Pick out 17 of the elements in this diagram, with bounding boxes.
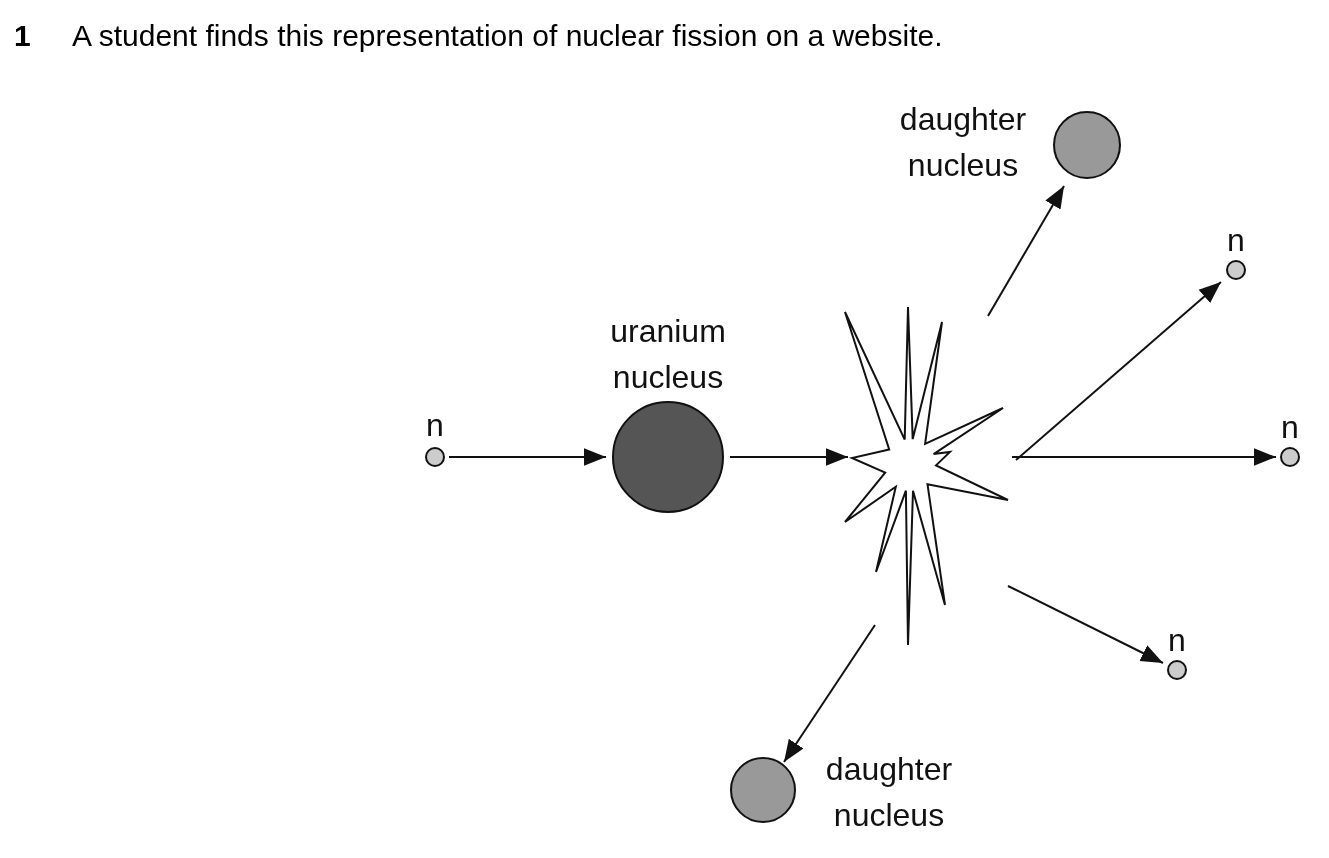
- node-label: daughter nucleus: [824, 750, 954, 835]
- node-label: n: [1167, 621, 1187, 660]
- arrow: [729, 448, 849, 466]
- node-label: daughter nucleus: [898, 100, 1028, 185]
- node-label: n: [425, 406, 445, 445]
- node-label: uranium nucleus: [609, 312, 727, 397]
- node-label: n: [1280, 408, 1300, 447]
- question-text: A student finds this representation of nuclear fission on a website.: [72, 18, 943, 54]
- arrow: [448, 448, 607, 466]
- arrow: [1015, 281, 1222, 461]
- arrow: [1007, 585, 1164, 664]
- arrow: [783, 624, 876, 763]
- arrow: [987, 185, 1065, 317]
- node-label: n: [1226, 221, 1246, 260]
- question-number: 1: [14, 18, 31, 54]
- arrow: [1011, 448, 1277, 466]
- fission-burst: [844, 306, 1009, 646]
